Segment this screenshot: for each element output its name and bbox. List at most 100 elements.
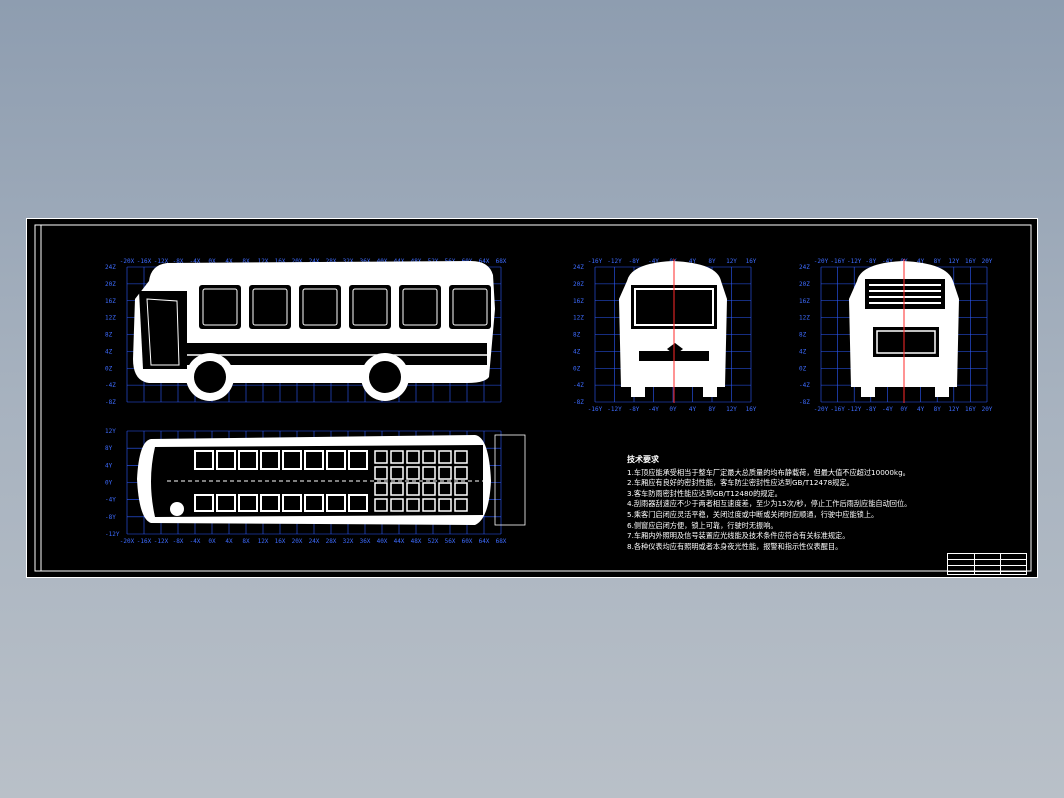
- sheet-frame: [34, 224, 1032, 572]
- front-view-tick-label: 8Z: [573, 332, 581, 339]
- rear-seat: [374, 466, 388, 480]
- plan-view-tick-label: -16X: [137, 538, 152, 545]
- windshield-door-area: [139, 291, 187, 369]
- seat-row-right: [216, 494, 236, 512]
- plan-view-tick-label: 48X: [411, 538, 422, 545]
- front-wheel-right: [703, 387, 717, 397]
- front-view-tick-label: -4Y: [648, 406, 659, 413]
- front-view-tick-label: -16Y: [588, 406, 603, 413]
- plan-view-tick-label: 60X: [462, 538, 473, 545]
- dimension-box: [494, 434, 526, 526]
- seat-row-right: [260, 494, 280, 512]
- front-view-tick-label: -4Y: [648, 258, 659, 265]
- side-window: [249, 285, 291, 329]
- front-view-tick-label: 24Z: [573, 264, 584, 271]
- seat-row-right: [282, 494, 302, 512]
- side-view-tick-label: 36X: [360, 258, 371, 265]
- note-item: 5.乘客门启闭应灵活平稳，关闭过度或中断或关闭时应顺通，行驶中应能锁上。: [627, 509, 879, 519]
- side-view-tick-label: 24X: [309, 258, 320, 265]
- steering-wheel: [170, 502, 184, 516]
- side-view-tick-label: 16X: [275, 258, 286, 265]
- rear-view-tick-label: 4Y: [917, 406, 925, 413]
- note-item: 6.侧窗应启闭方便，锁上可靠，行驶时无振响。: [627, 520, 778, 530]
- rear-wheel-right: [935, 387, 949, 397]
- side-window: [449, 285, 491, 329]
- plan-view-tick-label: -4X: [190, 538, 201, 545]
- front-wheel-hub: [194, 361, 226, 393]
- side-view-tick-label: 0Z: [105, 365, 113, 372]
- side-view-tick-label: 20Z: [105, 281, 116, 288]
- plan-view-tick-label: 56X: [445, 538, 456, 545]
- plan-view-tick-label: 64X: [479, 538, 490, 545]
- title-block: [947, 553, 1027, 575]
- rear-view-tick-label: 20Z: [799, 281, 810, 288]
- rear-view-tick-label: -4Z: [799, 382, 810, 389]
- front-view-tick-label: 4Z: [573, 348, 581, 355]
- lower-cabin: [187, 343, 487, 365]
- note-item: 3.客车防雨密封性能应达到GB/T12480的规定。: [627, 488, 782, 498]
- plan-view-tick-label: 0Y: [105, 480, 113, 487]
- rear-view-tick-label: -20Y: [814, 406, 829, 413]
- rear-view-tick-label: 20Y: [982, 406, 993, 413]
- plan-view-tick-label: -20X: [120, 538, 135, 545]
- rear-view-tick-label: 24Z: [799, 264, 810, 271]
- rear-view-tick-label: 0Y: [900, 406, 908, 413]
- rear-view-tick-label: -16Y: [830, 258, 845, 265]
- plan-view-tick-label: 12X: [258, 538, 269, 545]
- rear-seat: [454, 498, 468, 512]
- note-item: 7.车厢内外照明及信号装置应光线能及技术条件应符合有关标准规定。: [627, 531, 850, 541]
- front-wheel-left: [631, 387, 645, 397]
- side-view-tick-label: -12X: [154, 258, 169, 265]
- side-window-frame: [202, 288, 238, 326]
- rear-view-tick-label: 0Z: [799, 365, 807, 372]
- front-view-tick-label: 0Z: [573, 365, 581, 372]
- seat-row-left: [304, 450, 324, 470]
- rear-seat: [374, 482, 388, 496]
- driver-area: [146, 298, 180, 366]
- plan-view-tick-label: 24X: [309, 538, 320, 545]
- front-view-tick-label: -8Z: [573, 399, 584, 406]
- side-view-tick-label: -8X: [173, 258, 184, 265]
- side-view-bus: [133, 261, 495, 401]
- rear-view-tick-label: 8Y: [934, 258, 942, 265]
- side-window-frame: [352, 288, 388, 326]
- plan-view-tick-label: -12X: [154, 538, 169, 545]
- rear-seat: [374, 498, 388, 512]
- side-view-tick-label: 12X: [258, 258, 269, 265]
- front-view-tick-label: 16Z: [573, 298, 584, 305]
- side-view-tick-label: 68X: [496, 258, 507, 265]
- side-window-frame: [452, 288, 488, 326]
- side-view-tick-label: 40X: [377, 258, 388, 265]
- plan-view-tick-label: 32X: [343, 538, 354, 545]
- front-view-tick-label: -8Y: [629, 406, 640, 413]
- rear-seat: [438, 450, 452, 464]
- seat-row-right: [194, 494, 214, 512]
- rear-seat: [438, 482, 452, 496]
- front-view-tick-label: 8Y: [708, 258, 716, 265]
- front-view-tick-label: 0Y: [669, 406, 677, 413]
- rear-wheel-left: [861, 387, 875, 397]
- rear-seat: [390, 450, 404, 464]
- rear-view-tick-label: -12Y: [847, 258, 862, 265]
- rear-view-tick-label: 16Y: [965, 406, 976, 413]
- plan-view-tick-label: 4X: [225, 538, 233, 545]
- note-item: 2.车厢应有良好的密封性能，客车防尘密封性应达到GB/T12478规定。: [627, 478, 854, 488]
- plan-view-tick-label: -4Y: [105, 497, 116, 504]
- front-view-tick-label: -16Y: [588, 258, 603, 265]
- seat-row-left: [194, 450, 214, 470]
- side-view-tick-label: 32X: [343, 258, 354, 265]
- rear-view-tick-label: -8Y: [865, 258, 876, 265]
- plan-view-tick-label: -12Y: [105, 531, 120, 538]
- rear-view-tick-label: -8Y: [865, 406, 876, 413]
- front-emblem: [667, 343, 683, 355]
- side-view-tick-label: -4Z: [105, 382, 116, 389]
- side-view-tick-label: 20X: [292, 258, 303, 265]
- front-view-tick-label: 16Y: [746, 258, 757, 265]
- plan-view-tick-label: 20X: [292, 538, 303, 545]
- plan-view-tick-label: -8X: [173, 538, 184, 545]
- seat-row-left: [238, 450, 258, 470]
- rear-hatch-frame: [876, 330, 936, 354]
- rear-seat: [454, 450, 468, 464]
